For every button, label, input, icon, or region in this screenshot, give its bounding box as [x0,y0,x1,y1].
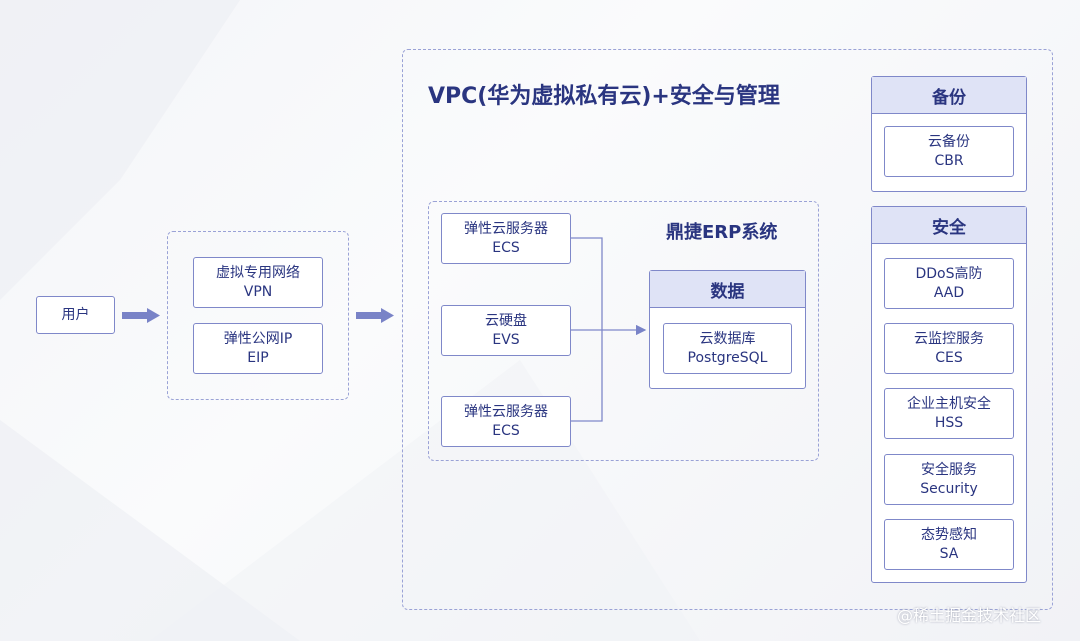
evs-abbr: EVS [492,331,520,348]
eip-node: 弹性公网IP EIP [193,323,323,374]
user-node: 用户 [36,296,115,334]
backup-panel-header: 备份 [872,77,1026,114]
cbr-node: 云备份 CBR [884,126,1014,177]
cbr-name: 云备份 [928,133,970,150]
ecs-bottom-name: 弹性云服务器 [464,403,548,420]
security-item: 企业主机安全 HSS [884,388,1014,439]
evs-node: 云硬盘 EVS [441,305,571,356]
data-panel-header: 数据 [650,271,805,308]
security-item: 安全服务 Security [884,454,1014,505]
postgresql-abbr: PostgreSQL [687,349,768,366]
vpn-node: 虚拟专用网络 VPN [193,257,323,308]
security-item-name: 企业主机安全 [907,395,991,412]
security-item: DDoS高防 AAD [884,258,1014,309]
eip-name: 弹性公网IP [223,330,293,347]
user-label: 用户 [61,306,90,323]
postgresql-name: 云数据库 [699,330,756,347]
network-group [167,231,349,400]
eip-abbr: EIP [247,349,269,366]
erp-title: 鼎捷ERP系统 [666,222,778,243]
arrow-compute-to-data [571,237,647,422]
vpn-name: 虚拟专用网络 [216,264,300,281]
vpn-abbr: VPN [243,283,273,300]
security-panel-header: 安全 [872,207,1026,244]
security-item: 态势感知 SA [884,519,1014,570]
ecs-bottom-node: 弹性云服务器 ECS [441,396,571,447]
ecs-top-name: 弹性云服务器 [464,220,548,237]
security-item-abbr: HSS [934,414,964,431]
security-item-name: DDoS高防 [915,265,983,282]
ecs-bottom-abbr: ECS [492,422,520,439]
postgresql-node: 云数据库 PostgreSQL [663,323,792,374]
security-item-abbr: CES [935,349,963,366]
security-item-abbr: SA [939,545,959,562]
erp-group [428,201,819,461]
watermark: @稀土掘金技术社区 [897,606,1042,625]
security-item-abbr: AAD [933,284,965,301]
security-item-name: 云监控服务 [914,330,984,347]
arrow-user-to-network [122,308,160,323]
evs-name: 云硬盘 [485,312,527,329]
security-item-name: 态势感知 [921,526,977,543]
security-item: 云监控服务 CES [884,323,1014,374]
security-item-abbr: Security [920,480,978,497]
vpc-title: VPC(华为虚拟私有云)+安全与管理 [428,84,780,109]
cbr-abbr: CBR [934,152,964,169]
vpc-group [402,49,1053,610]
security-item-name: 安全服务 [921,461,977,478]
ecs-top-node: 弹性云服务器 ECS [441,213,571,264]
ecs-top-abbr: ECS [492,239,520,256]
arrow-network-to-vpc [356,308,394,323]
